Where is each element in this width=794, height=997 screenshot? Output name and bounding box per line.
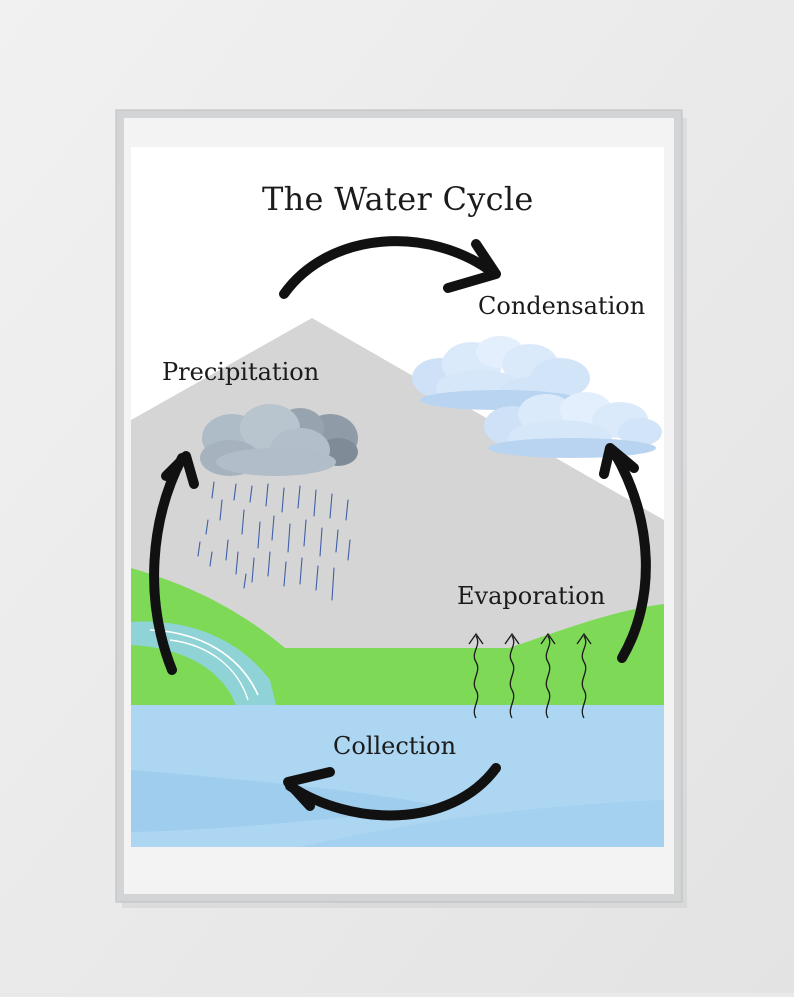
wavy-arrow-up-icon [540,632,556,719]
diagram-title: The Water Cycle [262,180,534,218]
rain-cloud-icon [200,404,358,476]
cloud-icon [484,392,662,458]
river-ripple [149,629,259,696]
curved-arrow-icon [283,763,501,821]
curved-arrow-icon [149,451,199,675]
stage-label-precipitation: Precipitation [162,358,320,386]
rain-drops [197,481,351,601]
stage-label-evaporation: Evaporation [457,582,606,610]
wavy-arrow-up-icon [468,632,484,719]
river-ripple [169,639,249,701]
stage-label-collection: Collection [333,732,457,760]
lake-shade [300,800,664,847]
stage-label-condensation: Condensation [478,292,646,320]
wavy-arrow-up-icon [576,632,592,719]
curved-arrow-icon [599,443,651,663]
wavy-arrow-up-icon [504,632,520,719]
lake-shade [131,770,440,832]
curved-arrow-icon [279,236,501,299]
